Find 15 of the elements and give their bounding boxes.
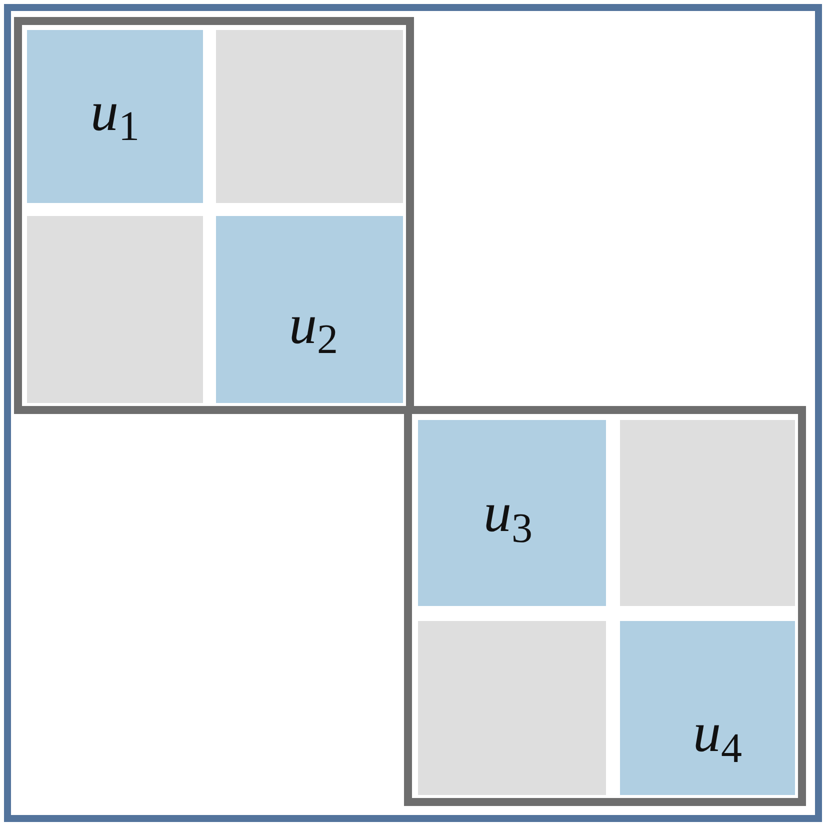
block-frame bbox=[404, 406, 806, 806]
cell-label: u$_{3}$ bbox=[484, 485, 532, 541]
matrix-cell bbox=[216, 216, 403, 403]
block-frame bbox=[14, 17, 414, 414]
matrix-cell bbox=[418, 420, 606, 606]
matrix-cell bbox=[27, 30, 203, 203]
matrix-frame bbox=[4, 4, 822, 822]
empty-cell bbox=[216, 30, 403, 203]
cell-label: u$_{2}$ bbox=[289, 296, 338, 352]
empty-cell bbox=[27, 216, 203, 403]
empty-cell bbox=[418, 621, 606, 795]
empty-cell bbox=[620, 420, 795, 606]
cell-label: u$_{4}$ bbox=[693, 705, 742, 761]
cell-label: u$_{1}$ bbox=[90, 84, 140, 140]
matrix-cell bbox=[620, 621, 795, 795]
